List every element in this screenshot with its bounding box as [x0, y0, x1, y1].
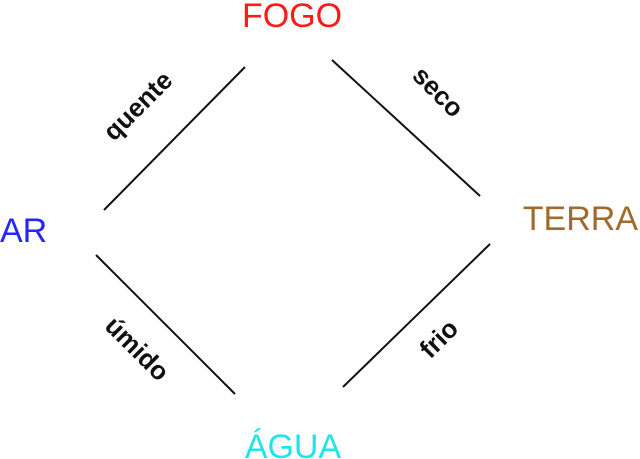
quality-cold-label: frio: [413, 313, 464, 364]
edge-fire-air: [103, 66, 246, 211]
quality-dry-label: seco: [407, 60, 470, 123]
element-air-label: AR: [0, 212, 47, 250]
element-fire-label: FOGO: [242, 0, 342, 35]
element-earth-label: TERRA: [523, 200, 639, 238]
edge-earth-water: [342, 243, 491, 388]
edge-fire-earth: [331, 59, 481, 197]
edge-air-water: [95, 254, 236, 395]
quality-hot-label: quente: [97, 65, 178, 146]
element-water-label: ÁGUA: [245, 428, 342, 459]
